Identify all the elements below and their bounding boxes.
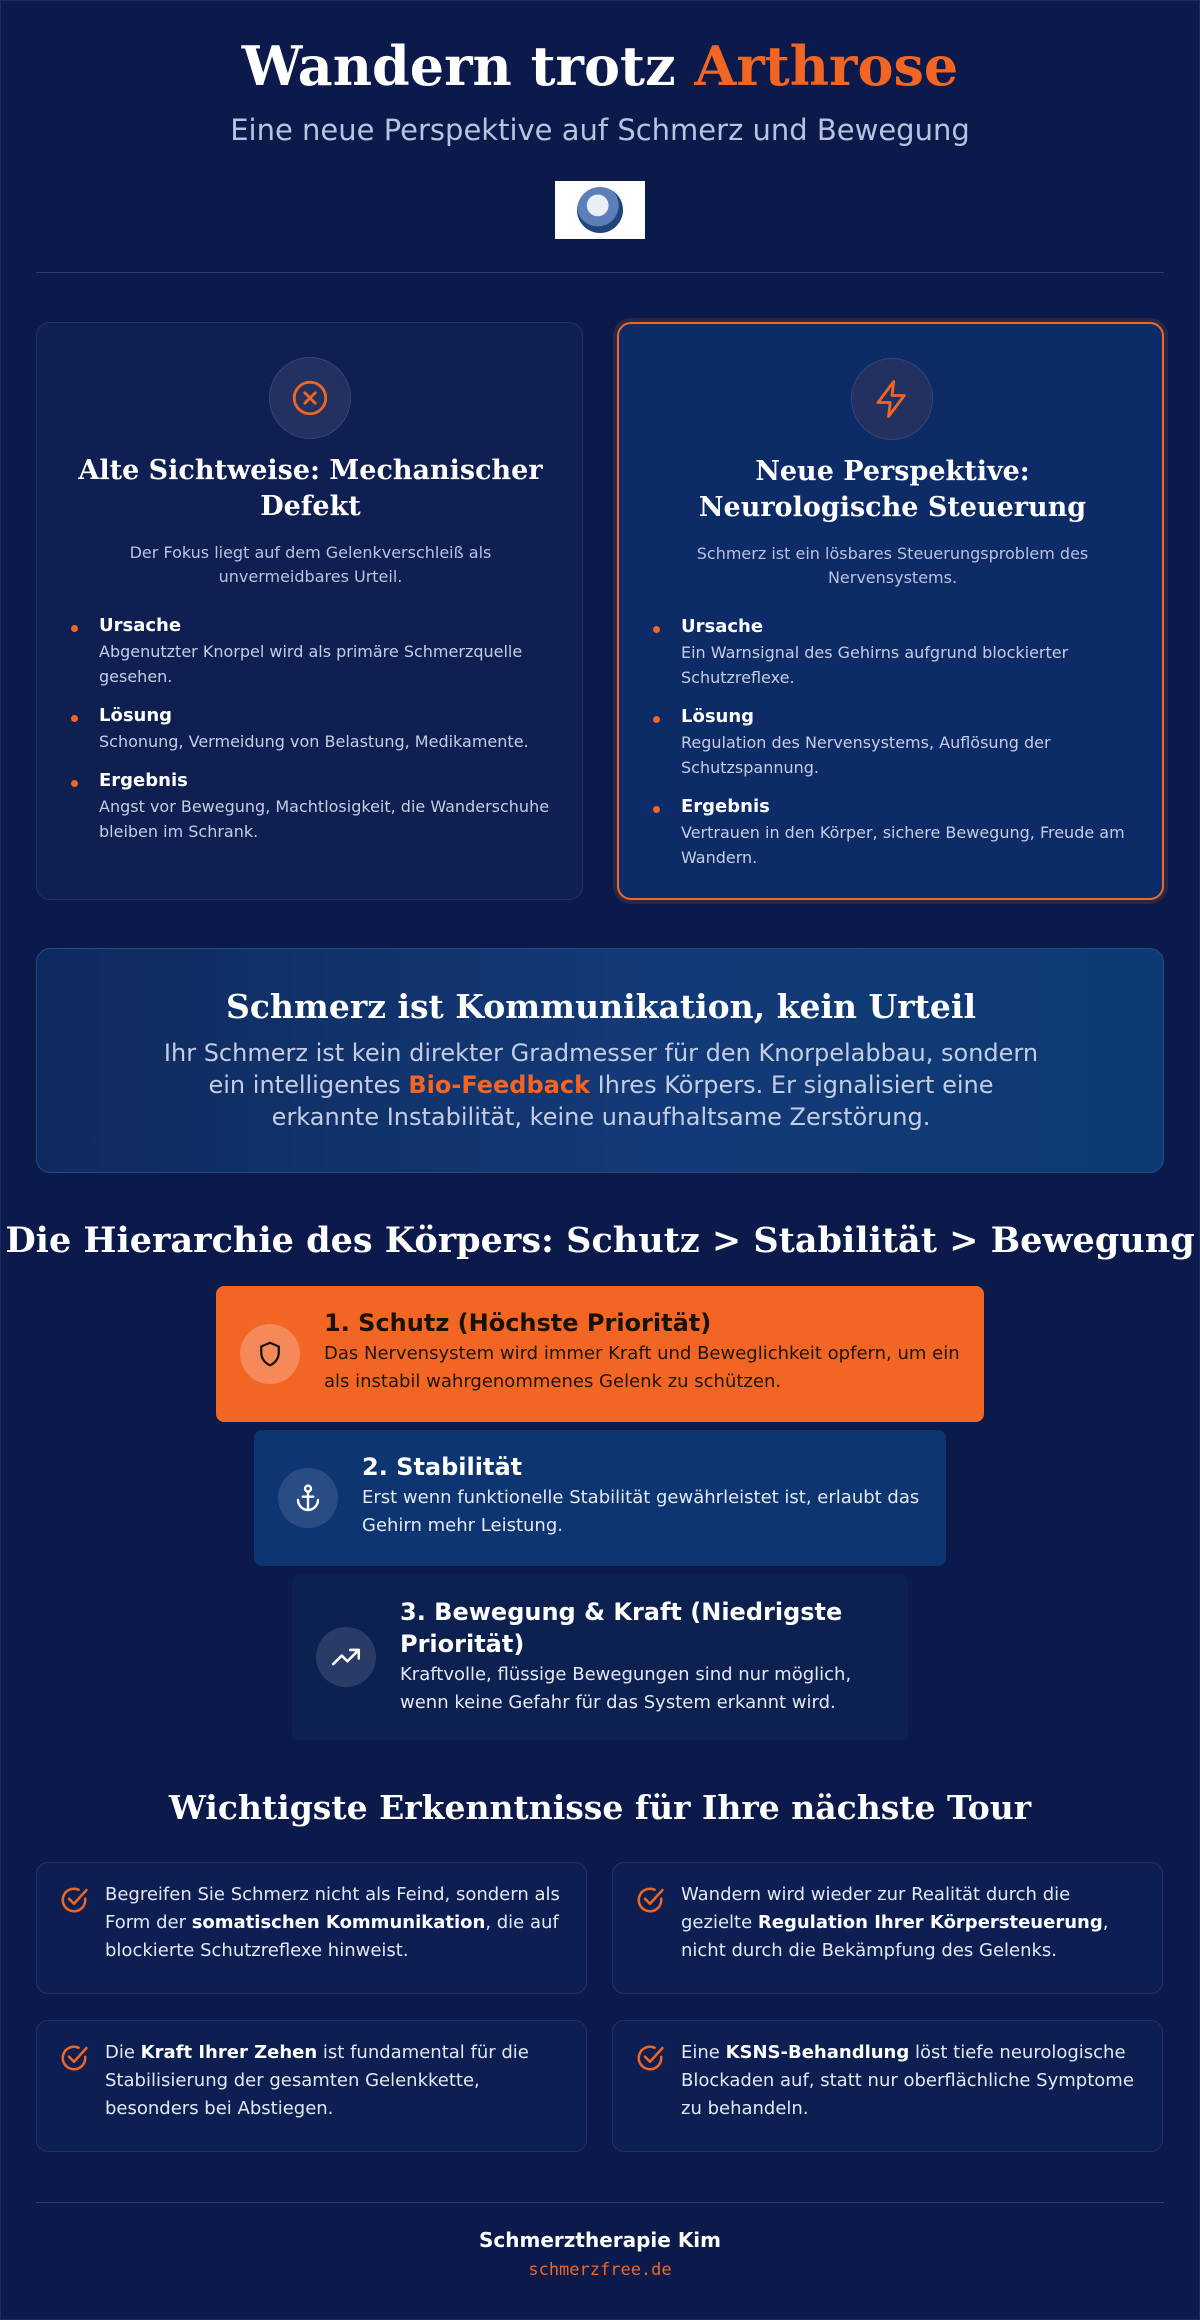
takeaway-text: Begreifen Sie Schmerz nicht als Feind, s… <box>105 1881 565 1965</box>
tier-text: Kraftvolle, flüssige Bewegungen sind nur… <box>400 1664 852 1713</box>
takeaway-card: Wandern wird wieder zur Realität durch d… <box>612 1862 1163 1994</box>
list-item-head: Lösung <box>681 706 755 727</box>
card-old-title: Alte Sichtweise: Mechanischer Defekt <box>78 455 543 522</box>
card-new-description: Schmerz ist ein lösbares Steuerungsprobl… <box>696 544 1089 587</box>
list-item-text: Regulation des Nervensystems, Auflösung … <box>681 733 1051 777</box>
tier-text: Erst wenn funktionelle Stabilität gewähr… <box>362 1487 920 1536</box>
page-subtitle: Eine neue Perspektive auf Schmerz und Be… <box>230 113 970 147</box>
card-old-description: Der Fokus liegt auf dem Gelenkverschleiß… <box>129 543 492 586</box>
takeaway-card: Begreifen Sie Schmerz nicht als Feind, s… <box>36 1862 587 1994</box>
takeaway-text-part: Wandern wird wieder zur Realität durch d… <box>681 1884 1071 1933</box>
list-item-head: Ergebnis <box>99 770 188 791</box>
card-new-perspective: Neue Perspektive: Neurologische Steuerun… <box>617 322 1164 900</box>
takeaway-text-part: ist fundamental für die Stabilisierung d… <box>105 2042 529 2119</box>
hierarchy-tier-protection: 1. Schutz (Höchste Priorität) Das Nerven… <box>216 1286 984 1422</box>
list-item-head: Ursache <box>681 616 764 637</box>
tier-heading: 1. Schutz (Höchste Priorität) <box>324 1309 712 1337</box>
takeaways-title: Wichtigste Erkenntnisse für Ihre nächste… <box>168 1788 1032 1827</box>
shield-icon <box>240 1324 300 1384</box>
list-item-text: Schonung, Vermeidung von Belastung, Medi… <box>99 732 529 751</box>
hierarchy-title: Die Hierarchie des Körpers: Schutz > Sta… <box>5 1220 1195 1261</box>
takeaway-text: Eine KSNS-Behandlung löst tiefe neurolog… <box>681 2039 1141 2123</box>
footer-divider <box>36 2202 1164 2203</box>
banner-text: Ihr Schmerz ist kein direkter Gradmesser… <box>151 1037 1051 1133</box>
anchor-icon <box>278 1468 338 1528</box>
hierarchy-tier-stability: 2. Stabilität Erst wenn funktionelle Sta… <box>254 1430 946 1566</box>
footer-url-link[interactable]: schmerzfree.de <box>528 2260 672 2280</box>
check-circle-icon <box>637 2045 664 2071</box>
check-circle-icon <box>61 2045 88 2071</box>
header-divider <box>36 272 1164 273</box>
check-circle-icon <box>637 1887 664 1913</box>
takeaway-text-part: Begreifen Sie Schmerz nicht als Feind, s… <box>105 1884 560 1933</box>
banner-text-before: Ihr Schmerz ist kein direkter Gradmesser… <box>163 1039 1039 1099</box>
list-item-head: Ergebnis <box>681 796 770 817</box>
list-item-text: Abgenutzter Knorpel wird als primäre Sch… <box>99 642 523 686</box>
list-item-head: Ursache <box>99 615 182 636</box>
communication-banner: Schmerz ist Kommunikation, kein Urteil I… <box>36 948 1164 1173</box>
takeaway-text-part: , nicht durch die Bekämpfung des Gelenks… <box>681 1912 1109 1961</box>
list-item-text: Vertrauen in den Körper, sichere Bewegun… <box>681 823 1125 867</box>
check-circle-icon <box>61 1887 88 1913</box>
page-title: Wandern trotz Arthrose <box>0 30 1200 102</box>
trending-up-icon <box>316 1627 376 1687</box>
takeaway-bold: somatischen Kommunikation <box>191 1912 486 1933</box>
takeaway-text-part: Die <box>105 2042 141 2063</box>
list-item-head: Lösung <box>99 705 173 726</box>
takeaway-text-part: Eine <box>681 2042 726 2063</box>
hierarchy-tier-movement: 3. Bewegung & Kraft (Niedrigste Prioritä… <box>292 1574 908 1740</box>
x-circle-icon <box>269 357 351 439</box>
takeaway-bold: KSNS-Behandlung <box>725 2042 910 2063</box>
takeaway-text-part: , die auf blockierte Schutzreflexe hinwe… <box>105 1912 559 1961</box>
takeaway-bold: Kraft Ihrer Zehen <box>140 2042 318 2063</box>
takeaway-text-part: löst tiefe neurologische Blockaden auf, … <box>681 2042 1134 2119</box>
banner-highlight: Bio-Feedback <box>408 1071 591 1099</box>
list-item-text: Ein Warnsignal des Gehirns aufgrund bloc… <box>681 643 1069 687</box>
title-accent: Arthrose <box>694 34 959 98</box>
profile-logo-icon <box>555 181 645 239</box>
banner-title: Schmerz ist Kommunikation, kein Urteil <box>226 987 976 1026</box>
card-new-title: Neue Perspektive: Neurologische Steuerun… <box>698 456 1087 523</box>
tier-heading: 3. Bewegung & Kraft (Niedrigste Prioritä… <box>400 1598 843 1658</box>
card-old-perspective: Alte Sichtweise: Mechanischer Defekt Der… <box>36 322 583 900</box>
footer-name: Schmerztherapie Kim <box>478 2228 722 2252</box>
takeaway-bold: Regulation Ihrer Körpersteuerung <box>757 1912 1103 1933</box>
takeaway-text: Die Kraft Ihrer Zehen ist fundamental fü… <box>105 2039 565 2123</box>
takeaway-text: Wandern wird wieder zur Realität durch d… <box>681 1881 1141 1965</box>
list-item-text: Angst vor Bewegung, Machtlosigkeit, die … <box>99 797 550 841</box>
banner-text-after: Ihres Körpers. Er signalisiert eine erka… <box>271 1071 994 1131</box>
tier-heading: 2. Stabilität <box>362 1453 523 1481</box>
takeaway-card: Die Kraft Ihrer Zehen ist fundamental fü… <box>36 2020 587 2152</box>
lightning-icon <box>851 358 933 440</box>
title-main: Wandern trotz <box>241 34 676 98</box>
tier-text: Das Nervensystem wird immer Kraft und Be… <box>324 1343 960 1392</box>
takeaway-card: Eine KSNS-Behandlung löst tiefe neurolog… <box>612 2020 1163 2152</box>
